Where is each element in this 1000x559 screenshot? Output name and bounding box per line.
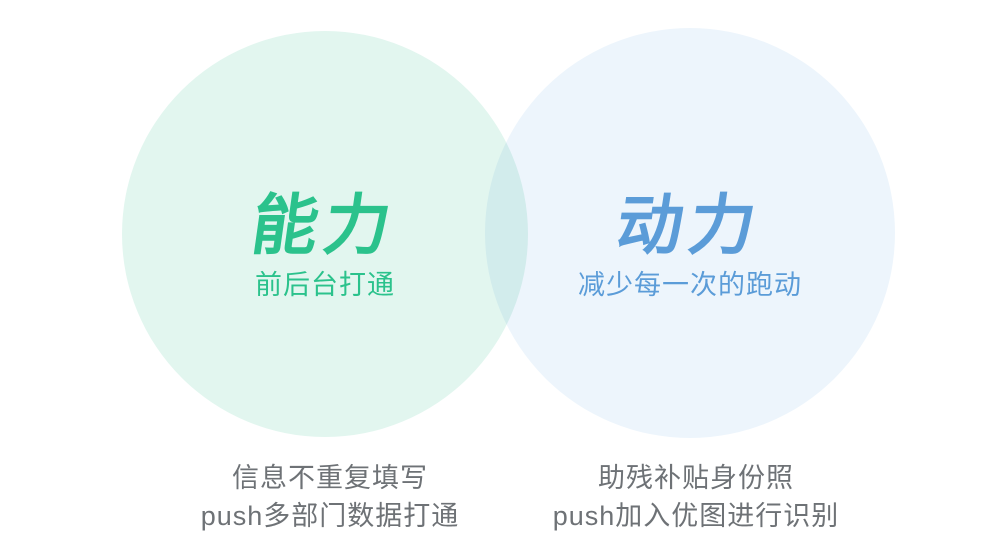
motivation-subtitle-wrap: 减少每一次的跑动 bbox=[485, 263, 895, 302]
ability-caption-line2: push多部门数据打通 bbox=[200, 501, 460, 531]
ability-circle bbox=[122, 31, 528, 437]
motivation-caption-line1: 助残补贴身份照 bbox=[598, 463, 794, 493]
motivation-caption-line2: push加入优图进行识别 bbox=[552, 501, 840, 531]
motivation-circle bbox=[485, 28, 895, 438]
ability-caption-line1: 信息不重复填写 bbox=[232, 463, 428, 493]
ability-caption: 信息不重复填写 push多部门数据打通 bbox=[130, 459, 530, 535]
ability-title: 能力 bbox=[247, 188, 402, 262]
motivation-caption: 助残补贴身份照 push加入优图进行识别 bbox=[496, 459, 896, 535]
motivation-title-wrap: 动力 bbox=[485, 172, 895, 268]
ability-title-wrap: 能力 bbox=[122, 172, 528, 268]
ability-subtitle-wrap: 前后台打通 bbox=[122, 263, 528, 302]
ability-subtitle: 前后台打通 bbox=[255, 270, 395, 300]
motivation-title: 动力 bbox=[612, 188, 767, 262]
motivation-subtitle: 减少每一次的跑动 bbox=[578, 270, 802, 300]
